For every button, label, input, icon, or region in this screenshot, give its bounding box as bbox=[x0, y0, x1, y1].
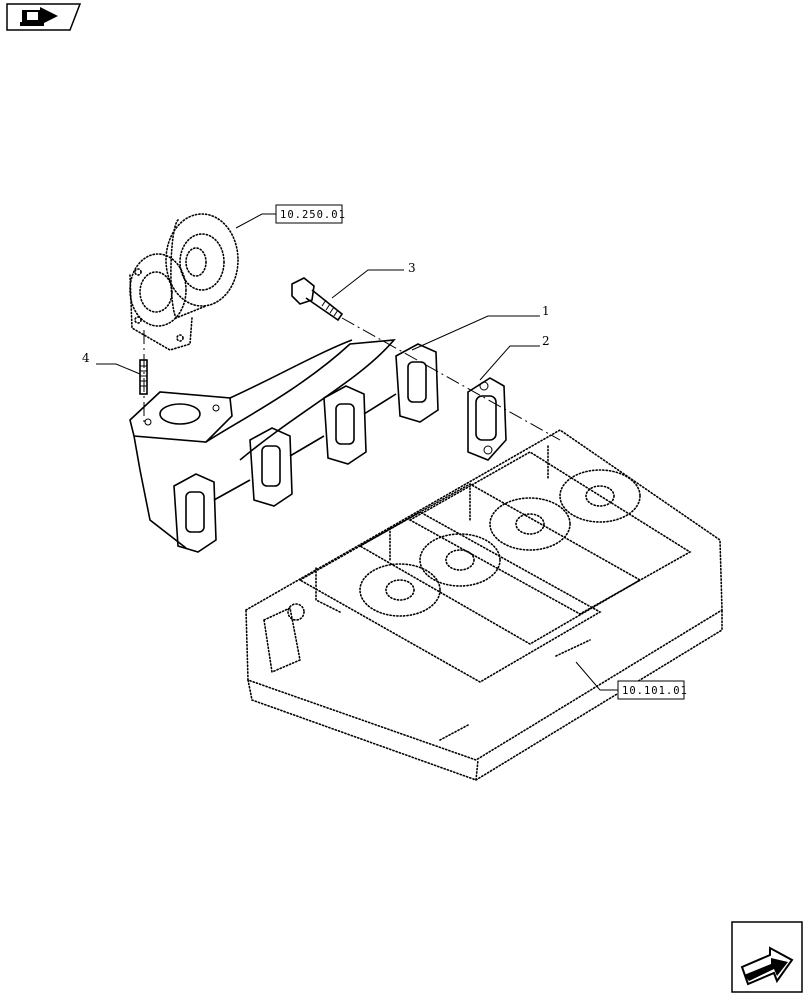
forward-hand-arrow-icon[interactable] bbox=[731, 921, 803, 993]
svg-text:2: 2 bbox=[542, 334, 550, 348]
callout-2: 2 bbox=[479, 334, 550, 381]
exhaust-manifold-part bbox=[129, 339, 439, 553]
bolt-part bbox=[291, 277, 344, 322]
svg-text:1: 1 bbox=[542, 304, 550, 318]
gasket-part bbox=[467, 377, 507, 461]
cylinder-head-reference bbox=[245, 429, 723, 782]
svg-text:10.101.01: 10.101.01 bbox=[622, 685, 688, 697]
back-hand-arrow-icon[interactable] bbox=[6, 3, 82, 31]
svg-text:4: 4 bbox=[82, 351, 90, 365]
bolt-axis-line bbox=[341, 317, 561, 441]
callout-3: 3 bbox=[331, 261, 416, 299]
svg-text:3: 3 bbox=[408, 261, 416, 275]
callout-4: 4 bbox=[82, 351, 141, 375]
ref-box-turbocharger[interactable]: 10.250.01 bbox=[235, 204, 346, 229]
svg-text:10.250.01: 10.250.01 bbox=[280, 209, 346, 221]
turbocharger-reference bbox=[129, 213, 239, 351]
ref-box-cylinder-head[interactable]: 10.101.01 bbox=[575, 661, 688, 700]
callout-1: 1 bbox=[411, 304, 550, 351]
